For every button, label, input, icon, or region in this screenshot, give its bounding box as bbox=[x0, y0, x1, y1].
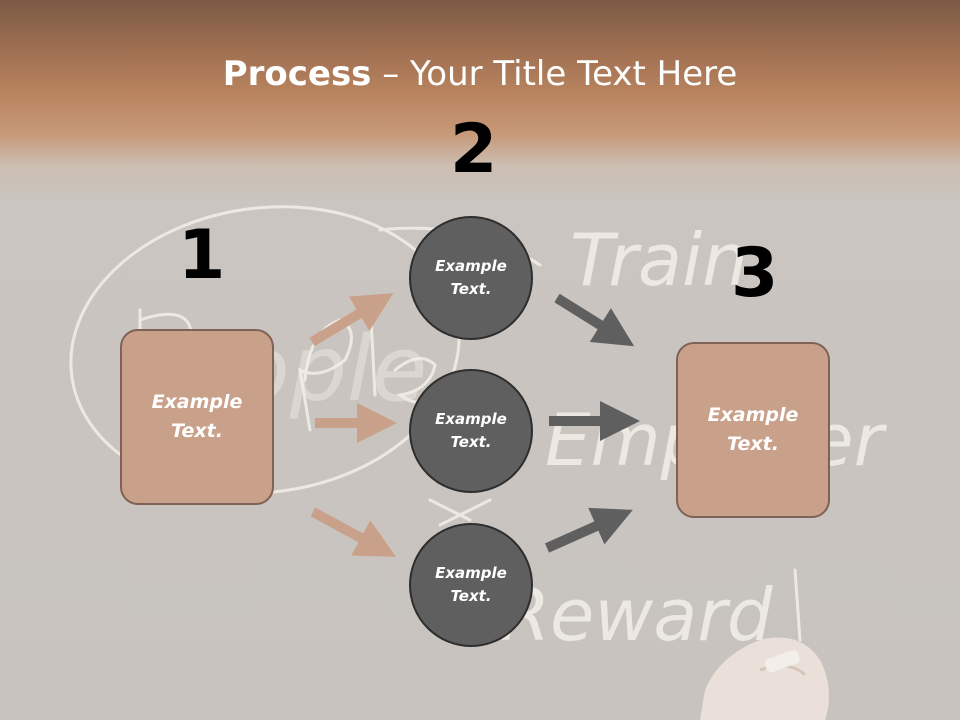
circle-1-text: Example Text. bbox=[435, 257, 507, 298]
step-number-2: 2 bbox=[450, 110, 498, 189]
arrow-circle-1-to-step-3 bbox=[554, 293, 635, 347]
step-1-box: Example Text. bbox=[120, 329, 274, 505]
step-3-box: Example Text. bbox=[676, 342, 830, 518]
circle-3: Example Text. bbox=[409, 523, 533, 647]
circle-2: Example Text. bbox=[409, 369, 533, 493]
arrow-to-circle-3 bbox=[310, 507, 396, 557]
title-bold: Process bbox=[222, 54, 372, 94]
circle-3-text: Example Text. bbox=[435, 564, 507, 605]
step-3-text: Example Text. bbox=[707, 404, 799, 455]
circle-2-text: Example Text. bbox=[435, 410, 507, 451]
arrow-circle-3-to-step-3 bbox=[544, 507, 633, 553]
step-number-1: 1 bbox=[178, 216, 226, 295]
step-1-text: Example Text. bbox=[151, 391, 243, 442]
slide-title: Process – Your Title Text Here bbox=[0, 52, 960, 96]
step-number-3: 3 bbox=[731, 234, 779, 313]
circle-1: Example Text. bbox=[409, 216, 533, 340]
hand-illustration bbox=[700, 637, 829, 720]
title-rest: – Your Title Text Here bbox=[371, 54, 738, 94]
bg-word-train: Train bbox=[570, 218, 748, 302]
bg-word-reward: Reward bbox=[500, 573, 774, 657]
arrow-to-circle-1 bbox=[309, 293, 394, 347]
